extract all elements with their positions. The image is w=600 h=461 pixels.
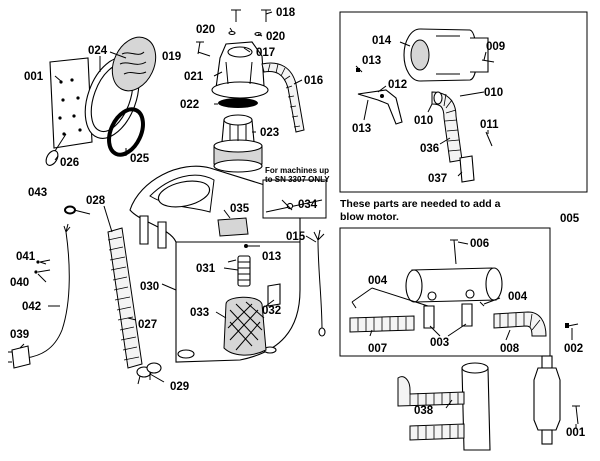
label-019: 019 — [162, 51, 181, 63]
part-022-gasket — [218, 98, 258, 108]
label-032: 032 — [262, 305, 281, 317]
label-020: 020 — [196, 24, 215, 36]
label-038: 038 — [414, 405, 434, 417]
part-021-motor-housing — [211, 41, 269, 99]
part-042-cord — [25, 223, 71, 359]
label-016: 016 — [304, 75, 323, 87]
part-023-motor — [213, 114, 263, 173]
label-041: 041 — [16, 251, 36, 263]
sn-note-line2: to SN 3307 ONLY — [265, 175, 330, 184]
label-027: 027 — [138, 319, 157, 331]
sn-note-line1: For machines up — [265, 166, 329, 175]
label-029: 029 — [170, 381, 189, 393]
blow-motor-box — [339, 11, 588, 193]
part-040-041-screws — [34, 259, 51, 274]
label-002: 002 — [564, 343, 583, 355]
part-015-cable — [313, 229, 326, 337]
part-024-filter-disc — [111, 36, 157, 92]
label-037: 037 — [428, 173, 447, 185]
leader-lines — [19, 11, 577, 428]
label-030: 030 — [140, 281, 159, 293]
label-024: 024 — [88, 45, 108, 57]
label-031: 031 — [196, 263, 216, 275]
label-012: 012 — [388, 79, 407, 91]
label-022: 022 — [180, 99, 199, 111]
label-040: 040 — [10, 277, 29, 289]
label-028: 028 — [86, 195, 106, 207]
label-021: 021 — [184, 71, 204, 83]
label-035: 035 — [230, 203, 250, 215]
label-018: 018 — [276, 7, 296, 19]
label-043: 043 — [28, 187, 47, 199]
part-033-grill — [223, 296, 267, 356]
part-013-screw-center — [244, 244, 260, 248]
part-020-washers — [228, 30, 262, 37]
label-017: 017 — [256, 47, 275, 59]
label-010: 010 — [484, 87, 503, 99]
part-034-inset-box — [262, 179, 327, 219]
label-025: 025 — [130, 153, 150, 165]
label-001: 001 — [566, 427, 586, 439]
label-026: 026 — [60, 157, 79, 169]
label-011: 011 — [480, 119, 499, 131]
part-035-box — [217, 217, 249, 237]
part-029-clamps — [136, 362, 162, 385]
label-034: 034 — [298, 199, 318, 211]
label-013: 013 — [362, 55, 381, 67]
label-009: 009 — [486, 41, 505, 53]
part-018-screws — [231, 9, 271, 22]
blow-motor-note-line2: blow motor. — [340, 211, 399, 223]
notes: For machines up to SN 3307 ONLY These pa… — [265, 166, 501, 223]
label-004: 004 — [368, 275, 388, 287]
label-033: 033 — [190, 307, 209, 319]
label-010: 010 — [414, 115, 433, 127]
label-015: 015 — [286, 231, 306, 243]
label-036: 036 — [420, 143, 439, 155]
label-004: 004 — [508, 291, 528, 303]
part-025-o-ring — [107, 107, 145, 157]
part-muffler — [533, 355, 580, 445]
label-020: 020 — [266, 31, 285, 43]
label-006: 006 — [470, 238, 489, 250]
part-039-plug — [8, 345, 31, 369]
label-014: 014 — [372, 35, 392, 47]
label-013: 013 — [352, 123, 371, 135]
label-003: 003 — [430, 337, 449, 349]
blow-motor-note-line1: These parts are needed to add a — [340, 198, 501, 210]
part-038-assembly — [397, 362, 491, 451]
label-005: 005 — [560, 213, 580, 225]
part-027-028-hose — [107, 227, 143, 369]
label-013: 013 — [262, 251, 281, 263]
part-labels: 001 024 026 025 020 018 020 017 019 021 … — [10, 7, 586, 439]
part-016-hose — [261, 62, 305, 133]
label-039: 039 — [10, 329, 29, 341]
part-043-washer — [64, 205, 76, 215]
label-001: 001 — [24, 71, 44, 83]
part-002-screw — [565, 323, 579, 328]
label-007: 007 — [368, 343, 387, 355]
label-023: 023 — [260, 127, 279, 139]
label-042: 042 — [22, 301, 41, 313]
part-031-filter — [237, 255, 251, 287]
kit-005-box — [339, 227, 551, 357]
label-008: 008 — [500, 343, 520, 355]
part-026-knob — [45, 133, 67, 166]
